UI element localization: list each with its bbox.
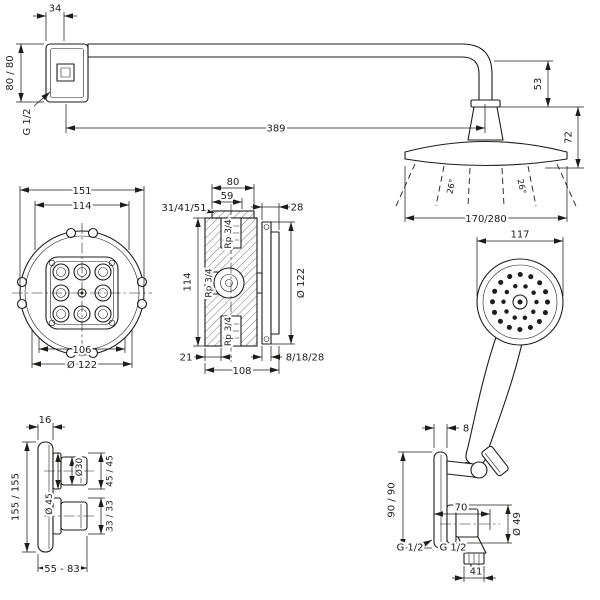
thermostat-body — [37, 441, 97, 553]
nozzle-ring-outer — [490, 272, 550, 332]
dim-valve-width-top: 80 — [227, 177, 240, 188]
valve-drawing: 80 59 31/41/51 28 Rp 3/4 Rp 3/4 Rp 3/4 1… — [159, 175, 326, 379]
dim-head-diameter: 170/280 — [465, 214, 507, 225]
dim-thermostat-plate-depth: 16 — [39, 415, 52, 426]
dim-thermostat-knob-diameter: Ø30 — [74, 457, 85, 476]
ibox-body — [12, 223, 152, 363]
dim-outlet-plate-depth: 8 — [463, 424, 469, 435]
dim-thermostat-height: 155 / 155 — [11, 473, 22, 521]
dim-valve-thread-side: Rp 3/4 — [205, 268, 215, 298]
dim-ibox-inner-width: 114 — [72, 201, 91, 212]
dim-head-height: 72 — [564, 131, 575, 144]
corner-screws — [48, 259, 116, 327]
dim-thermostat-hub-diameter: Ø 45 — [44, 493, 55, 514]
dim-valve-thread-bottom: Rp 3/4 — [224, 317, 234, 347]
dim-thermostat-depth-range: 55 - 83 — [44, 564, 79, 575]
dim-outlet-thread-hose: G 1/2 — [439, 543, 466, 554]
dim-outlet-height: 90 / 90 — [387, 482, 398, 517]
dim-spray-angle-left: 26° — [446, 178, 459, 195]
dim-valve-flange-offset: 28 — [291, 203, 304, 214]
dim-handshower-width: 117 — [510, 230, 529, 241]
holder-cup — [481, 445, 509, 477]
spray-lines — [395, 163, 577, 207]
dimension-lines — [16, 12, 584, 222]
thermostat-drawing: 16 155 / 155 Ø30 Ø 45 45 / 45 33 / 33 55… — [8, 413, 118, 577]
hose-tube — [470, 563, 480, 570]
dimension-lines — [22, 423, 105, 572]
dim-outlet-thread-wall: G 1/2 — [396, 543, 423, 554]
dim-valve-port-width: 59 — [221, 191, 234, 202]
dim-valve-trim-depth: 8/18/28 — [286, 353, 325, 364]
dim-ibox-cutout-width: 106 — [72, 345, 91, 356]
ibox-drawing: 151 114 106 Ø 122 — [12, 184, 152, 373]
dimension-lines — [193, 184, 295, 374]
dimension-lines — [19, 186, 145, 368]
dimension-lines — [398, 424, 512, 582]
shower-arm — [45, 43, 504, 141]
dim-arm-plate: 80 / 80 — [5, 55, 16, 90]
dim-thermostat-knob-depth-bottom: 33 / 33 — [106, 500, 116, 532]
wall-outlet-drawing: 8 90 / 90 70 Ø 49 G 1/2 G 1/2 41 — [384, 421, 525, 582]
shower-head — [395, 141, 577, 207]
hand-shower-drawing: 117 — [463, 227, 564, 479]
valve-body — [204, 204, 280, 362]
dim-outlet-escutcheon-diameter: Ø 49 — [511, 512, 523, 536]
dimension-lines — [476, 237, 564, 296]
dim-valve-thread-top: Rp 3/4 — [224, 219, 234, 249]
dim-arm-thread: G 1/2 — [22, 108, 33, 135]
dim-ibox-outer-width: 151 — [72, 186, 91, 197]
dim-arm-socket-width: 34 — [49, 4, 62, 15]
dim-valve-port-distance: 114 — [183, 272, 194, 291]
holder-arm — [446, 460, 475, 478]
overhead-shower-drawing: 34 80 / 80 G 1/2 389 53 72 26° 26° 170/2… — [3, 1, 584, 227]
dim-thermostat-knob-depth-top: 45 / 45 — [106, 455, 116, 487]
dim-outlet-reach: 70 — [455, 503, 468, 514]
dim-head-drop: 53 — [533, 78, 544, 91]
nozzle-ring-inner — [501, 283, 539, 321]
dim-outlet-nut-width: 41 — [470, 567, 483, 578]
dim-valve-offset-bottom: 21 — [180, 353, 193, 364]
dim-valve-width-total: 108 — [232, 366, 251, 377]
dim-arm-projection: 389 — [266, 124, 285, 135]
hand-shower — [463, 258, 564, 479]
holder-knuckle — [470, 461, 488, 479]
dim-valve-install-depth: 31/41/51 — [162, 203, 207, 214]
dim-spray-angle-right: 26° — [514, 178, 527, 195]
dim-ibox-diameter: Ø 122 — [67, 359, 97, 371]
dim-valve-flange-diameter: Ø 122 — [295, 268, 307, 298]
